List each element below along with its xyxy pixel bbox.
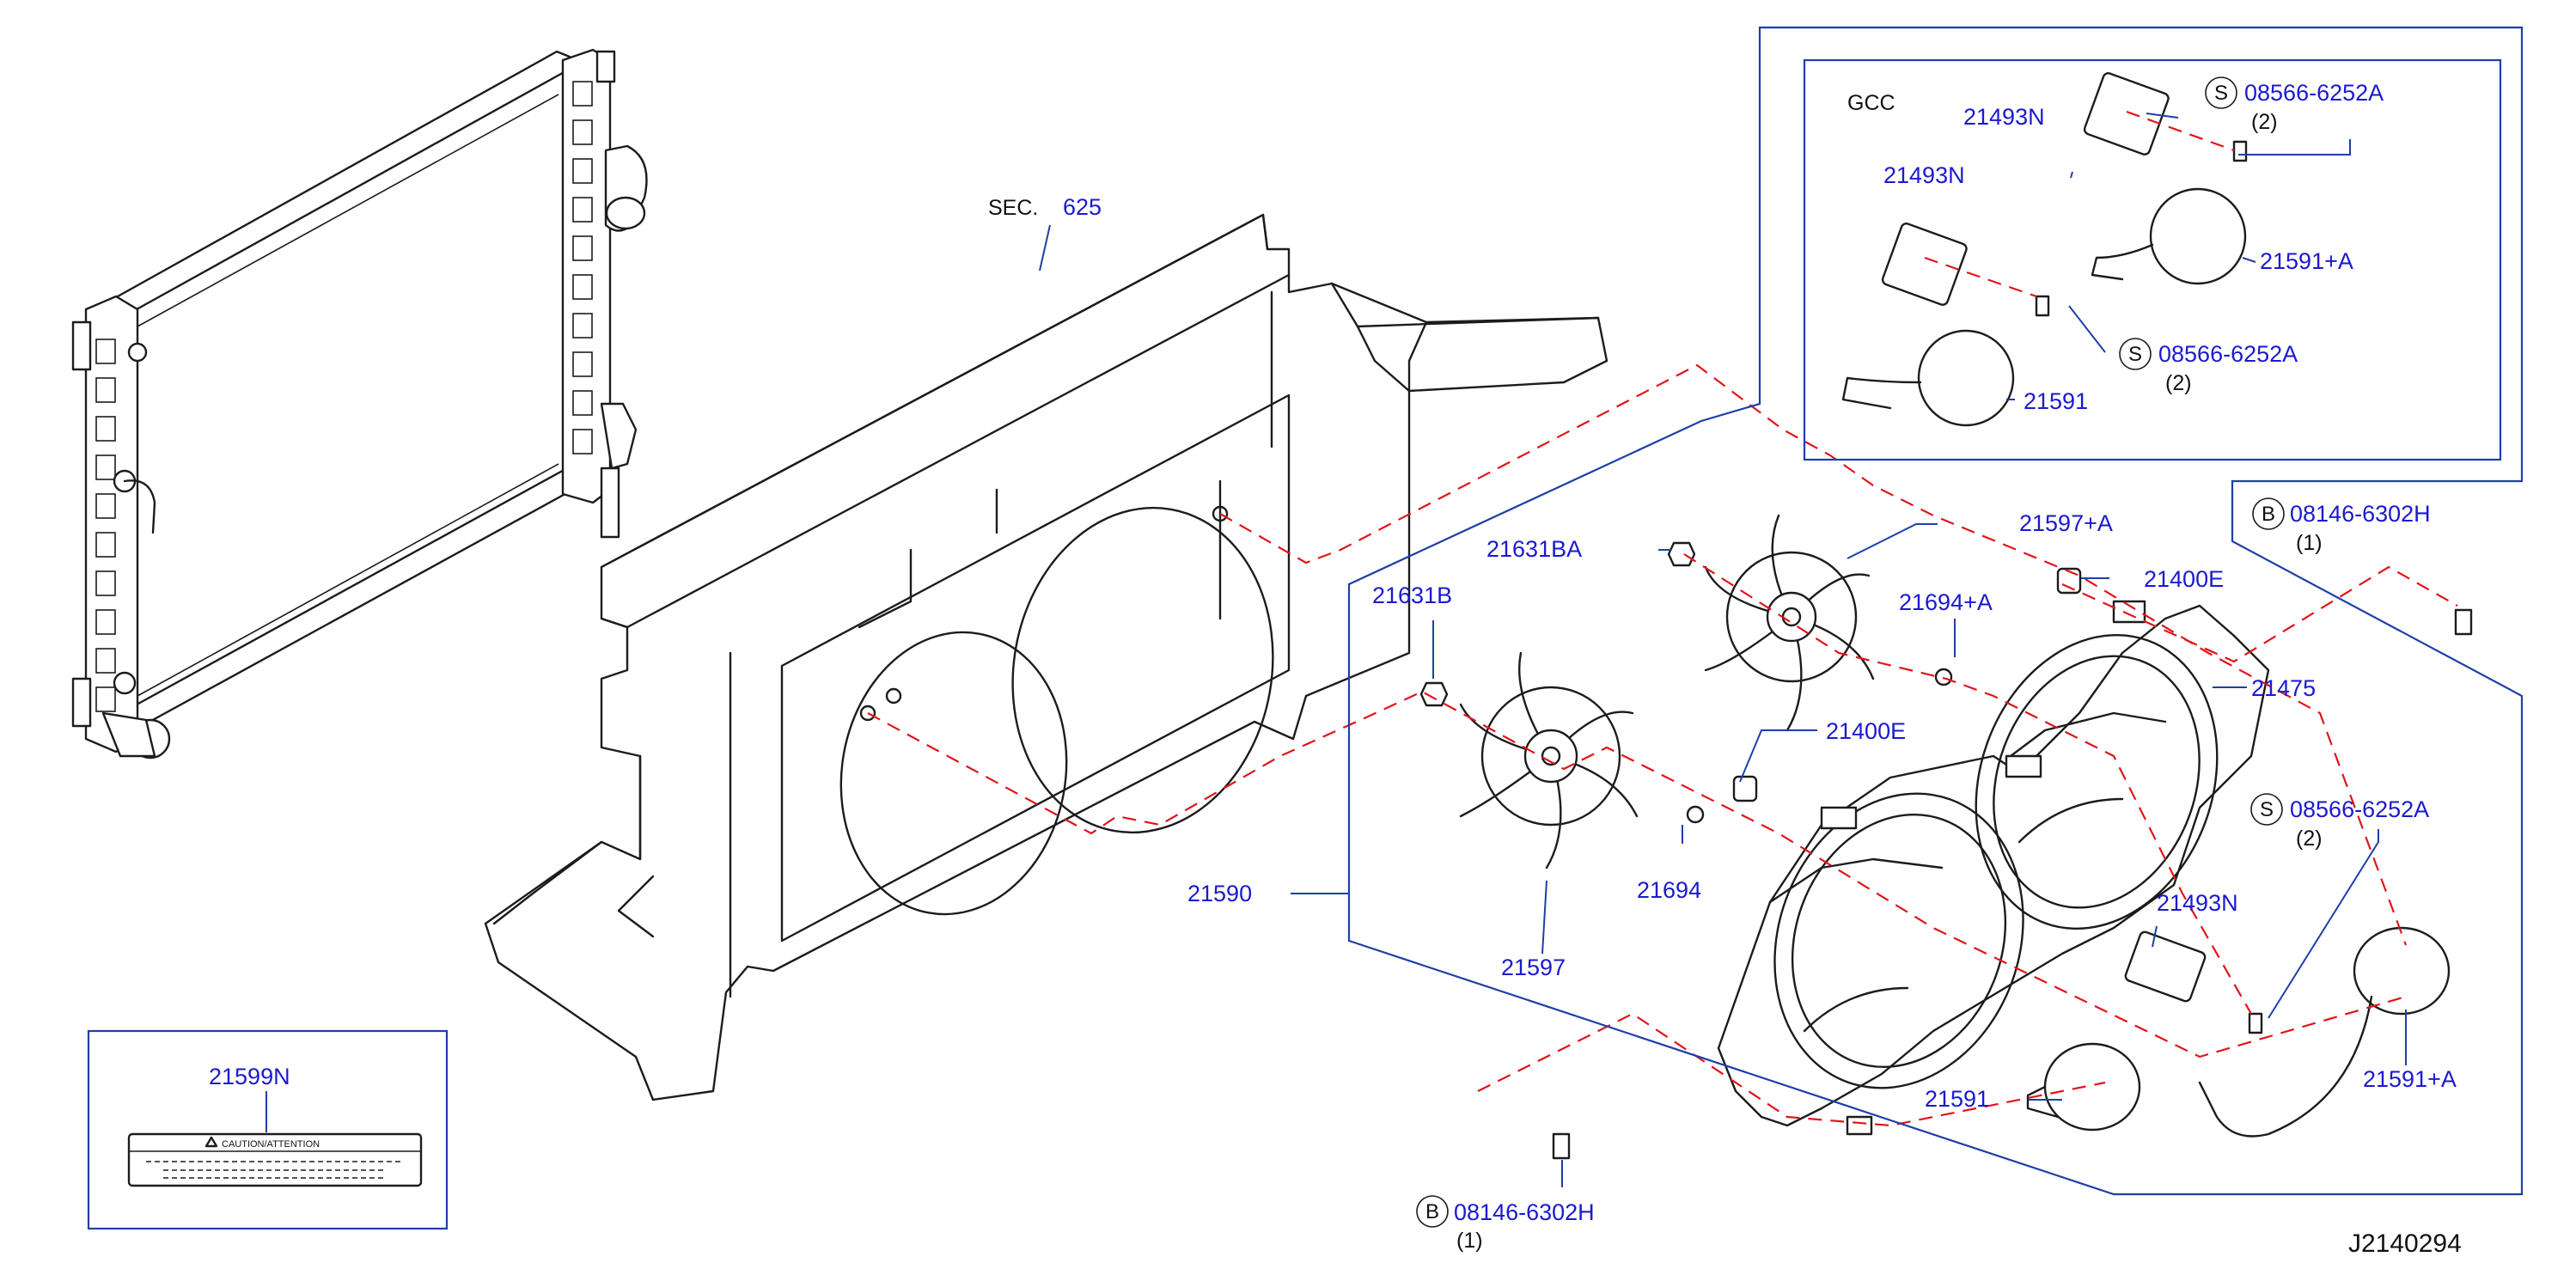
label-21475: 21475	[2251, 675, 2316, 701]
label-21694A: 21694+A	[1899, 589, 1993, 615]
label-08566-lower: 08566-6252A	[2290, 796, 2429, 822]
motor-21591-lower	[2043, 1042, 2141, 1132]
label-21493N-gcc-mid: 21493N	[1883, 162, 1965, 188]
label-21599N: 21599N	[209, 1064, 290, 1089]
core-support-drawing	[484, 213, 1608, 1101]
radiator-drawing	[71, 48, 648, 760]
resistor-21493N-lower	[2124, 930, 2207, 1003]
label-21631B: 21631B	[1372, 583, 1452, 608]
label-21493N-gcc-top: 21493N	[1963, 104, 2045, 130]
screw-08566-lower	[2248, 1012, 2263, 1034]
qty-08146-upper: (1)	[2296, 531, 2323, 555]
label-21493N-lower: 21493N	[2157, 890, 2238, 916]
label-21591A-lower: 21591+A	[2363, 1066, 2457, 1092]
label-08566-gcc-top: 08566-6252A	[2244, 80, 2384, 106]
label-21631BA: 21631BA	[1486, 536, 1582, 562]
callout-frames	[87, 26, 2524, 1230]
label-21590: 21590	[1187, 881, 1252, 906]
label-21591-lower: 21591	[1925, 1086, 1989, 1112]
qty-08146-lower: (1)	[1456, 1229, 1483, 1253]
qty-08566-lower: (2)	[2296, 827, 2323, 851]
alignment-lines	[867, 110, 2458, 1127]
marker-s-3: S	[2260, 798, 2274, 821]
label-08146-upper: 08146-6302H	[2290, 501, 2431, 527]
bolt-08146-lower	[1552, 1132, 1571, 1160]
gcc-title: GCC	[1847, 91, 1895, 115]
nut-21631BA	[1667, 541, 1696, 567]
qty-08566-gcc-mid: (2)	[2165, 371, 2192, 395]
label-08146-lower: 08146-6302H	[1454, 1199, 1595, 1225]
marker-b-1: B	[2262, 503, 2275, 526]
gcc-parts	[1841, 72, 2248, 427]
qty-08566-gcc-top: (2)	[2251, 110, 2278, 134]
section-prefix: SEC.	[988, 196, 1038, 220]
marker-s-1: S	[2214, 82, 2228, 105]
label-21694: 21694	[1637, 877, 1701, 903]
marker-s-2: S	[2128, 343, 2142, 366]
label-21597: 21597	[1501, 955, 1566, 980]
nut-21631B	[1419, 681, 1449, 707]
small-parts	[1419, 541, 2473, 1160]
diagram-code: J2140294	[2348, 1229, 2462, 1258]
label-21597A: 21597+A	[2019, 510, 2113, 536]
fan-shroud-drawing	[1717, 600, 2270, 1136]
circle-markers: S S S B B	[1416, 76, 2285, 1228]
section-number: 625	[1063, 194, 1102, 220]
fan-blade-rear	[1704, 514, 1875, 732]
label-08566-gcc-mid: 08566-6252A	[2158, 341, 2298, 367]
marker-b-2: B	[1425, 1200, 1439, 1223]
clip-21694A	[1934, 668, 1953, 686]
motor-21591A-lower	[2353, 926, 2451, 1016]
bolt-08146-upper	[2454, 608, 2473, 636]
part-labels: SEC. 625 GCC 21493N 08566-6252A (2) 2149…	[209, 80, 2462, 1258]
bushing-21400E-upper	[2056, 567, 2082, 595]
caution-label: CAUTION/ATTENTION	[127, 1132, 423, 1187]
label-21591-gcc: 21591	[2024, 388, 2088, 414]
clip-21694	[1686, 805, 1705, 824]
caution-label-text: CAUTION/ATTENTION	[222, 1139, 320, 1150]
label-21591A-gcc: 21591+A	[2260, 248, 2353, 274]
label-21400E-upper: 21400E	[2144, 566, 2224, 592]
label-21400E-lower: 21400E	[1826, 718, 1906, 744]
bushing-21400E-lower	[1732, 775, 1758, 802]
